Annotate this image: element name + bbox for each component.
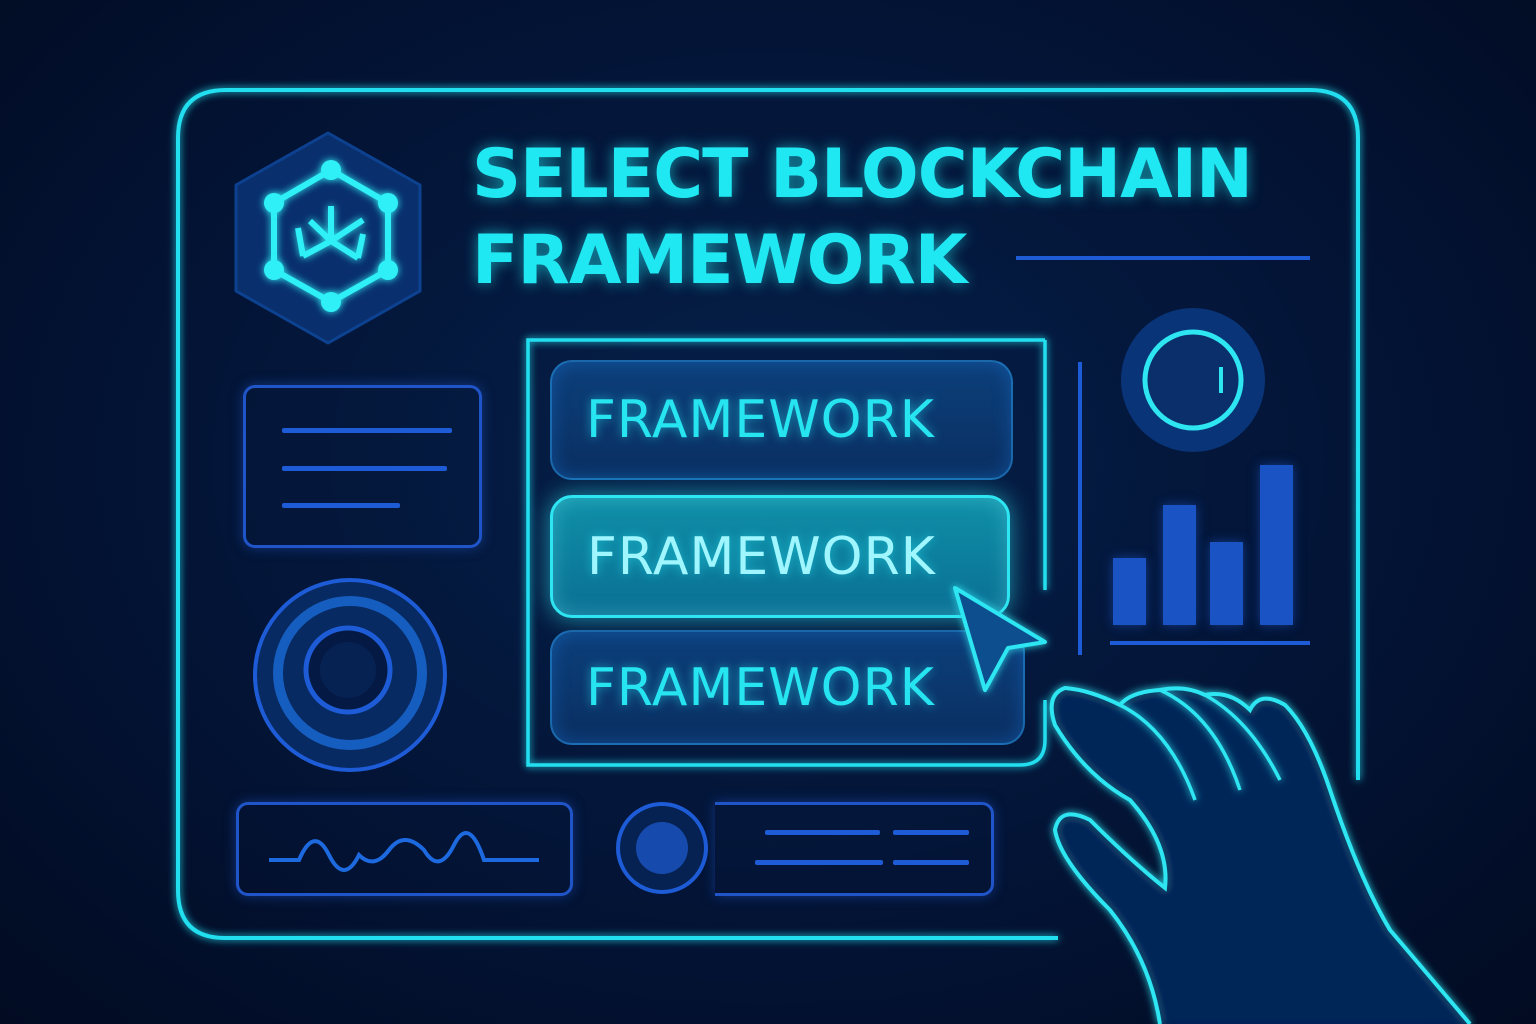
chart-bar (1163, 505, 1196, 625)
ring-icon (253, 578, 447, 772)
framework-option-selected[interactable]: FRAMEWORK (550, 495, 1010, 618)
blockchain-hexagon-logo-icon (234, 131, 422, 345)
chart-bar (1210, 541, 1243, 625)
ring-button-icon[interactable] (1118, 305, 1270, 457)
orb-icon (616, 802, 708, 894)
framework-option[interactable]: FRAMEWORK (550, 630, 1025, 745)
chart-bar (1113, 557, 1146, 625)
waveform-icon (269, 831, 539, 872)
waveform-card[interactable] (236, 802, 573, 896)
framework-list-frame (526, 338, 1047, 767)
info-card[interactable] (243, 385, 482, 548)
chart-bar (1260, 465, 1293, 625)
status-card[interactable] (715, 802, 994, 896)
framework-option[interactable]: FRAMEWORK (550, 360, 1013, 480)
